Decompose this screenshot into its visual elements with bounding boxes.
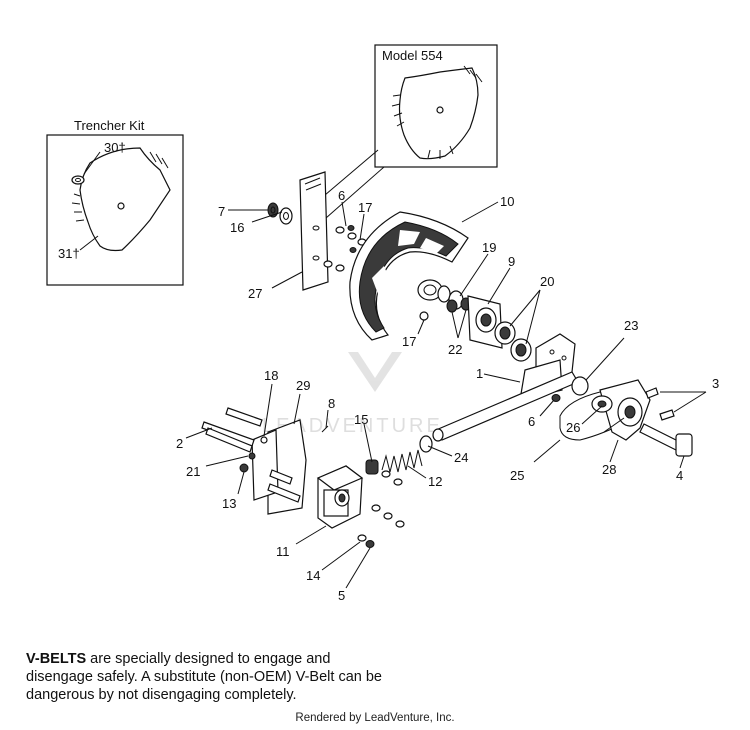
- note-bold-lead: V-BELTS: [26, 651, 87, 667]
- callout-21: 21: [186, 464, 200, 479]
- leadventure-watermark: LEADVENTURE: [262, 352, 443, 437]
- callout-8: 8: [328, 396, 335, 411]
- render-credit: Rendered by LeadVenture, Inc.: [295, 712, 455, 724]
- callout-2: 2: [176, 436, 183, 451]
- callout-6b: 6: [528, 414, 535, 429]
- pivot-bolts: [645, 387, 675, 421]
- adapter-plate: [299, 171, 329, 291]
- note-body: are specially designed to engage and dis…: [26, 651, 382, 703]
- svg-text:31†: 31†: [58, 246, 80, 261]
- callout-13: 13: [222, 496, 236, 511]
- rear-mount: [201, 407, 329, 515]
- callout-15: 15: [354, 412, 368, 427]
- callout-27: 27: [248, 286, 262, 301]
- drive-shaft: [432, 371, 579, 442]
- callout-22: 22: [448, 342, 462, 357]
- bearing-stack: [437, 285, 472, 313]
- callout-12: 12: [428, 474, 442, 489]
- callout-5: 5: [338, 588, 345, 603]
- callout-7: 7: [218, 204, 225, 219]
- tension-handle: [639, 423, 693, 457]
- callout-10: 10: [500, 194, 514, 209]
- callout-3: 3: [712, 376, 719, 391]
- model-554-inset: Model 554: [374, 44, 498, 168]
- callout-17a: 17: [358, 200, 372, 215]
- svg-text:30†: 30†: [104, 140, 126, 155]
- callout-28: 28: [602, 462, 616, 477]
- callout-11: 11: [276, 544, 290, 559]
- bearing-block: [316, 465, 364, 529]
- svg-text:Trencher Kit: Trencher Kit: [74, 118, 145, 133]
- callout-14: 14: [306, 568, 320, 583]
- trencher-kit-inset: Trencher Kit: [46, 118, 184, 286]
- hardware-row: [323, 225, 367, 272]
- callout-16: 16: [230, 220, 244, 235]
- svg-text:LEADVENTURE: LEADVENTURE: [262, 415, 443, 437]
- callout-26: 26: [566, 420, 580, 435]
- callout-19: 19: [482, 240, 496, 255]
- callout-24: 24: [454, 450, 468, 465]
- callout-6a: 6: [338, 188, 345, 203]
- bearings: [494, 321, 532, 362]
- svg-text:Model 554: Model 554: [382, 48, 443, 63]
- callout-23: 23: [624, 318, 638, 333]
- callout-1: 1: [476, 366, 483, 381]
- callout-20: 20: [540, 274, 554, 289]
- pulley-assembly: [559, 376, 651, 441]
- callout-numbers: 1 2 3 4 5 6 6 7 8 9 10 11 12 13 14 15 16…: [176, 188, 719, 603]
- block-hardware: [357, 470, 405, 548]
- callout-9: 9: [508, 254, 515, 269]
- callout-25: 25: [510, 468, 524, 483]
- leader-lines: [185, 201, 707, 589]
- spring-assembly: [365, 435, 433, 475]
- callout-4: 4: [676, 468, 683, 483]
- blade-guard: [349, 211, 469, 341]
- v-belt-warning-note: V-BELTS are specially designed to engage…: [26, 650, 386, 704]
- callout-29: 29: [296, 378, 310, 393]
- callout-17b: 17: [402, 334, 416, 349]
- washer-nut-set: [267, 202, 293, 225]
- callout-18: 18: [264, 368, 278, 383]
